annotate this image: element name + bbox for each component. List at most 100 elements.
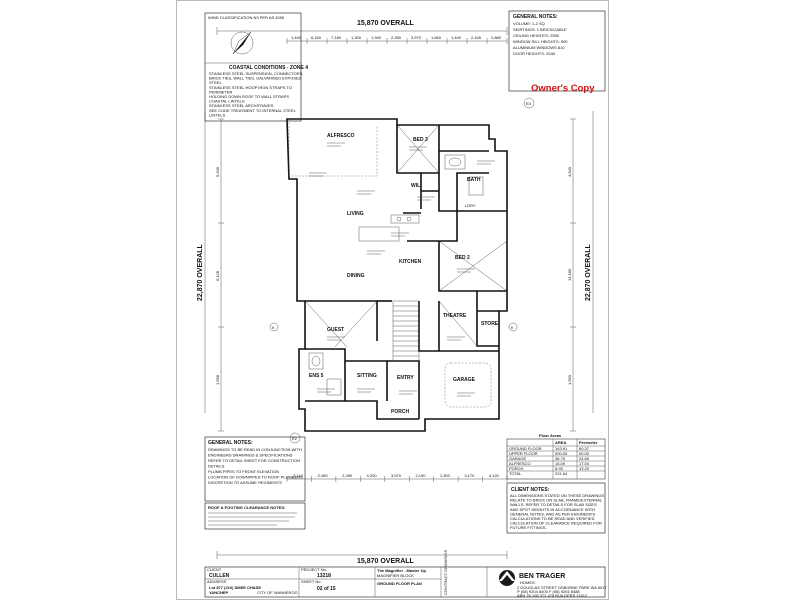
room-bed3: BED 3 xyxy=(413,137,428,143)
dimension-label: 4,540 xyxy=(567,166,572,177)
dimension-label: 4,200 xyxy=(367,473,378,478)
tb-sheet-label: SHEET No. xyxy=(301,579,322,584)
svg-text:E2: E2 xyxy=(292,436,298,441)
coastal-line: STAINLESS STEEL HOOP IRON STRAPS TO xyxy=(209,85,292,90)
floor-areas-cell: GROUND FLOOR xyxy=(509,446,542,451)
floor-areas-cell: 8.93 xyxy=(555,466,564,471)
client-notes: CLIENT NOTES: ALL DIMENSIONS STATED ON T… xyxy=(506,482,606,534)
dimension-label: 6,128 xyxy=(215,270,220,281)
floor-areas-cell: PORCH xyxy=(509,466,524,471)
grid-marker-e2: E2 xyxy=(289,432,301,444)
dimension-label: 2,480 xyxy=(318,473,329,478)
ceiling-lines xyxy=(304,124,508,348)
general-note-line: DRAWINGS TO BE READ IN CONJUNCTION WITH xyxy=(208,447,302,452)
title-block: CLIENT CULLEN ADDRESS Lot 877 (#10) SMEE… xyxy=(204,550,608,598)
room-entry: ENTRY xyxy=(397,375,414,381)
tb-firm-sub: HOMES xyxy=(520,580,535,585)
floor-areas-cell: 17.00 xyxy=(579,461,590,466)
general-note-line: VOLUME: 1-2 SQ xyxy=(513,21,545,26)
dimension-label: 4,120 xyxy=(489,473,500,478)
general-notes-top: GENERAL NOTES: VOLUME: 1-2 SQSKIRTINGS: … xyxy=(508,10,606,92)
tb-design-title: The Magnifier - Master Up xyxy=(377,568,426,573)
dimension-label: 7,180 xyxy=(331,35,342,40)
firm-address-line: ABN 78 108 372 478 BUILDERS 11612 xyxy=(517,593,588,598)
tb-job-label: PROJECT No. xyxy=(301,567,327,572)
svg-text:K: K xyxy=(511,325,514,330)
floor-areas-cell: 231.64 xyxy=(555,471,568,476)
staircase xyxy=(392,300,420,362)
general-note-line: PLUMB PIPES TO FRONT ELEVATION xyxy=(208,469,279,474)
tb-firm-name: BEN TRAGER xyxy=(519,573,565,580)
general-notes-top-title: GENERAL NOTES: xyxy=(513,14,558,20)
general-note-line: ENGINEERS DRAWINGS & SPECIFICATIONS xyxy=(208,453,293,458)
coastal-line: SEE CODE TREATMENT TO INTERNAL STEEL xyxy=(209,108,297,113)
dimension-label: 5,649 xyxy=(215,166,220,177)
overall-top-label: 15,870 OVERALL xyxy=(357,20,415,27)
floor-areas-title: Floor Areas xyxy=(539,433,562,438)
tb-address-label: ADDRESS xyxy=(207,579,227,584)
general-note-line: LOCATION OF DOWNPIPES TO ROOF PLUMBERS xyxy=(208,475,303,480)
dimension-label: 1,300 xyxy=(351,35,362,40)
tb-council: CITY OF WANNEROO xyxy=(257,590,298,595)
svg-text:K: K xyxy=(272,325,275,330)
coastal-line: STEEL xyxy=(209,80,222,85)
dimension-label: 1,940 xyxy=(371,35,382,40)
floor-areas-cell: 60.37 xyxy=(579,446,590,451)
room-dining: DINING xyxy=(347,273,365,279)
floor-areas-cell: TOTAL xyxy=(509,471,522,476)
room-wil: WIL xyxy=(411,183,420,189)
plan-annotations xyxy=(309,142,495,397)
coastal-lines: STAINLESS STEEL SUSPENSION, CONNECTORS,B… xyxy=(209,71,303,117)
tb-client: CULLEN xyxy=(209,573,230,579)
right-overall-label: 22,870 OVERALL xyxy=(585,243,592,301)
left-overall-label: 22,870 OVERALL xyxy=(197,243,204,301)
floor-areas-header: AREA xyxy=(555,440,566,445)
floor-areas-cell: 13.20 xyxy=(579,466,590,471)
dimension-label: 2,280 xyxy=(391,35,402,40)
coastal-line: COASTAL LINTELS xyxy=(209,99,245,104)
coastal-line: STAINLESS STEEL SUSPENSION, CONNECTORS, xyxy=(209,71,303,76)
tb-drawing-name: GROUND FLOOR PLAN xyxy=(377,581,422,586)
coastal-title: COASTAL CONDITIONS - ZONE 4 xyxy=(229,65,308,71)
general-note-line: DOOR HEIGHTS: 2040 xyxy=(513,51,556,56)
dimension-label: 2,880 xyxy=(491,35,502,40)
plumbing-notes-title: ROOF & FOOTING CLEARANCE NOTES: xyxy=(208,505,285,510)
tb-contract-label: CONTRACT DRAWINGS xyxy=(443,550,448,595)
wind-classification-text: WIND CLASSIFICATION N3 PER AS 4055 xyxy=(208,15,285,20)
dimension-label: 1,440 xyxy=(451,35,462,40)
client-note-line: AND SPOT HEIGHTS IN ACCORDANCE WITH xyxy=(510,507,595,512)
coastal-line: STAINLESS STEEL ARCHITRAVES xyxy=(209,103,274,108)
coastal-line: LINTELS xyxy=(209,112,226,117)
dimension-label: 3,570 xyxy=(411,35,422,40)
room-sitting: SITTING xyxy=(357,373,377,379)
floor-areas-cell: ALFRESCO xyxy=(509,461,531,466)
floor-areas-cell: 36.75 xyxy=(555,456,566,461)
floor-areas-cell: 16.09 xyxy=(555,461,566,466)
dimension-string-top: 1,440 6,160 7,180 1,300 1,940 2,280 3,570 1,660… xyxy=(286,35,508,44)
dimension-label: 3,170 xyxy=(464,473,475,478)
section-marker-left: K xyxy=(269,322,279,332)
room-theatre: THEATRE xyxy=(443,313,467,319)
room-kitchen: KITCHEN xyxy=(399,259,422,265)
dimension-label: 2,190 xyxy=(415,473,426,478)
dimension-label: 1,560 xyxy=(567,374,572,385)
floor-areas-cell: 163.91 xyxy=(555,446,568,451)
north-arrow-icon xyxy=(230,31,254,55)
room-ens: ENS 5 xyxy=(309,373,324,379)
garage-car-outline xyxy=(444,362,492,408)
client-note-line: CALCULATIONS TO BE READ AND VERIFIED xyxy=(510,516,595,521)
client-note-line: WALLS. REFER TO DETAILS FOR SLAB SIZES xyxy=(510,502,597,507)
dimension-label: 1,660 xyxy=(431,35,442,40)
coastal-line: PERIMETER xyxy=(209,89,232,94)
wet-area-fixtures xyxy=(308,154,484,396)
dimension-label: 1,300 xyxy=(440,473,451,478)
general-note-line: DISCRETION TO ASSUME REGIMENTS xyxy=(208,480,282,485)
dimension-label: 6,160 xyxy=(311,35,322,40)
coastal-line: BRICK TIES, WALL TIES, GALVANISED EXPOSE… xyxy=(209,76,302,81)
floor-areas-cell: 000.00 xyxy=(555,451,568,456)
